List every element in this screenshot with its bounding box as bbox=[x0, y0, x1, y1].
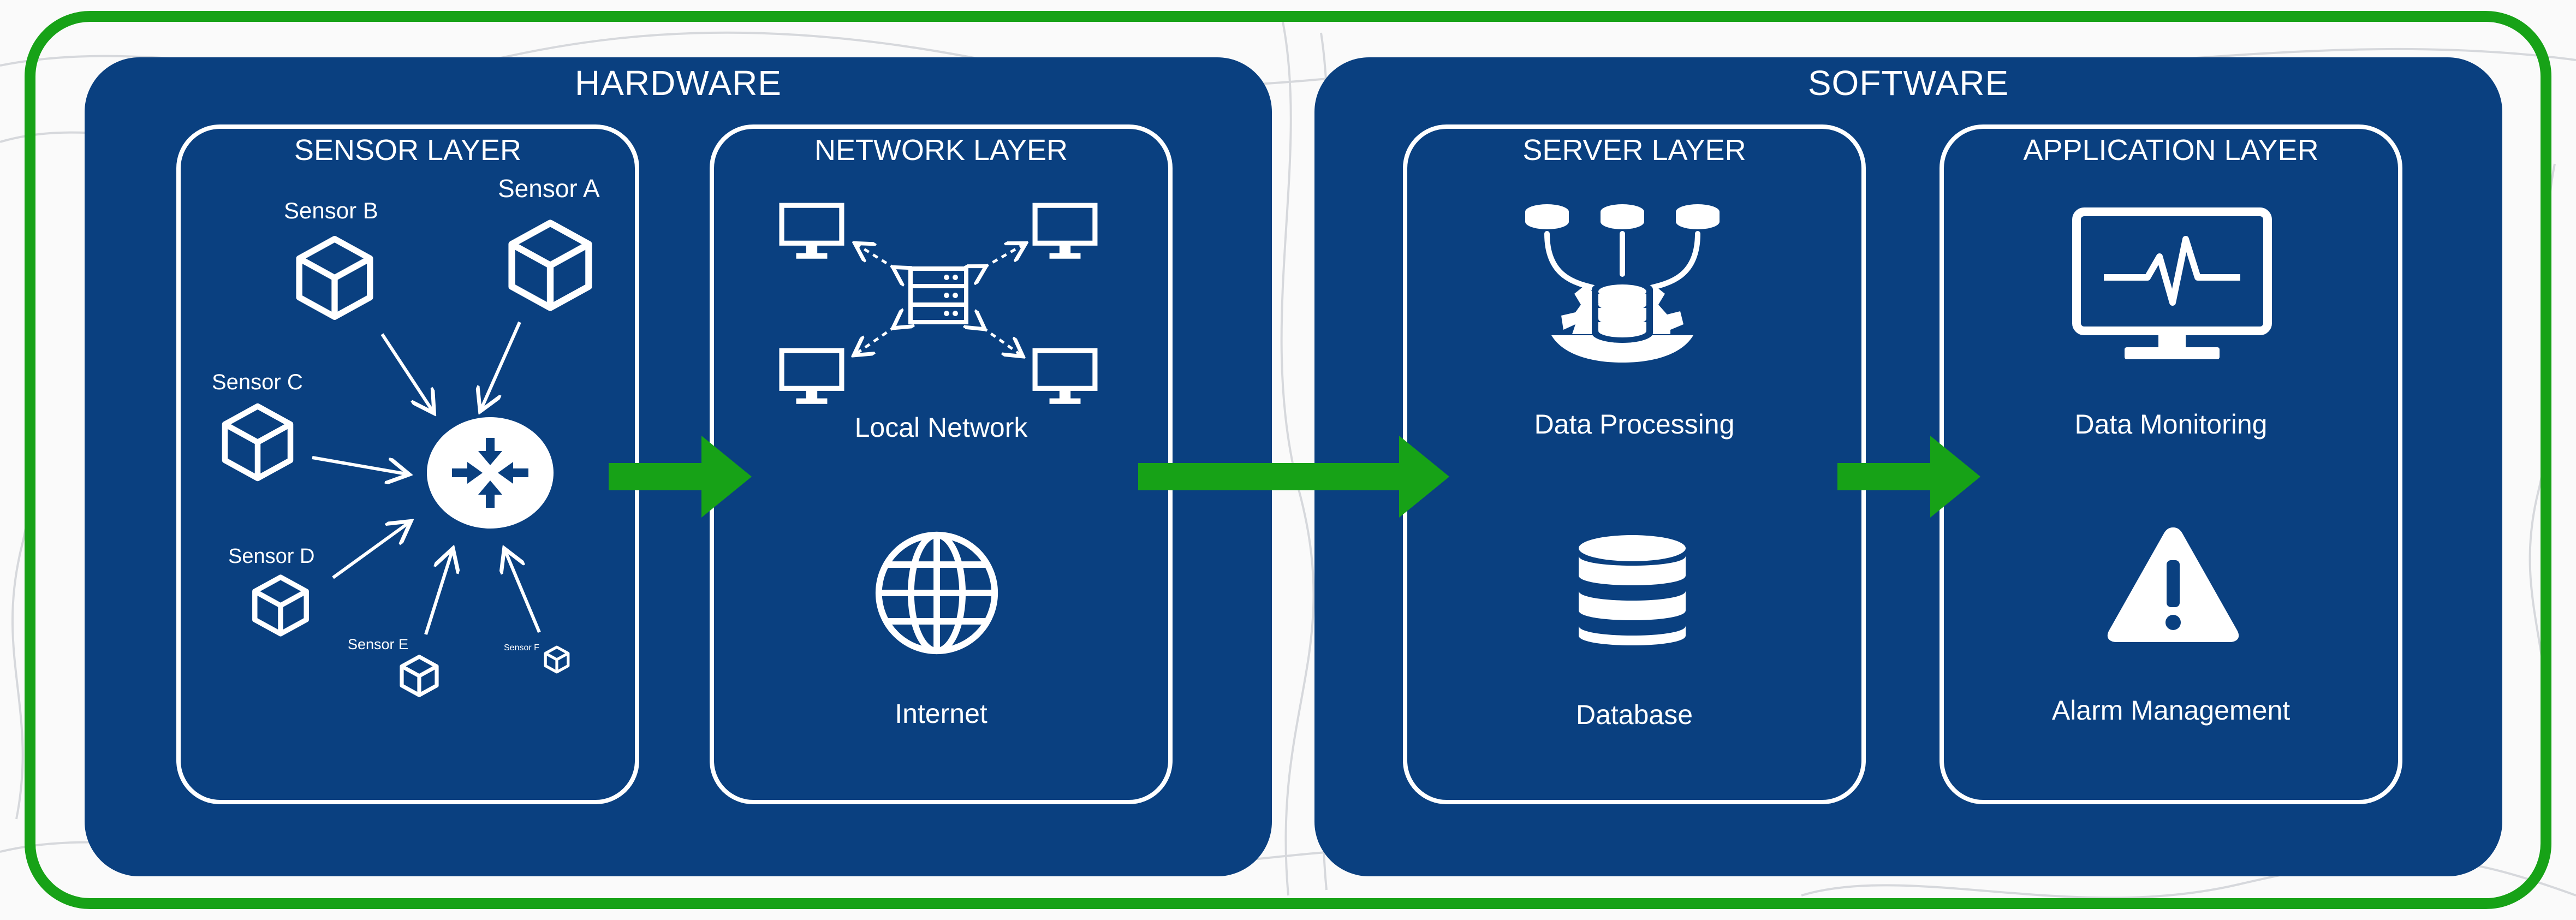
sensor-a-label: Sensor A bbox=[498, 174, 600, 203]
sensor-layer-title: SENSOR LAYER bbox=[294, 134, 522, 167]
sensor-b-label: Sensor B bbox=[284, 198, 378, 223]
sensor-f-label: Sensor F bbox=[504, 643, 539, 652]
monitor-icon-tr bbox=[1032, 202, 1098, 263]
monitor-icon-br bbox=[1032, 347, 1098, 408]
sensor-d-label: Sensor D bbox=[228, 545, 315, 568]
flow-arrow-hardware-to-software bbox=[1138, 436, 1449, 518]
sensor-e-label: Sensor E bbox=[348, 636, 409, 652]
data-processing-label: Data Processing bbox=[1534, 409, 1735, 440]
flow-arrow-server-to-application bbox=[1837, 436, 1980, 518]
sensor-f-cube-icon bbox=[543, 645, 571, 674]
warning-icon bbox=[2105, 524, 2241, 645]
globe-icon bbox=[872, 529, 1001, 657]
database-icon bbox=[1578, 534, 1687, 650]
sensor-c-label: Sensor C bbox=[212, 370, 303, 394]
data-processing-icon bbox=[1519, 198, 1726, 367]
outer-frame bbox=[25, 11, 2551, 909]
sensor-b-cube-icon bbox=[289, 234, 380, 322]
sensor-c-cube-icon bbox=[216, 401, 299, 483]
sensor-a-cube-icon bbox=[501, 217, 599, 313]
monitoring-screen-icon bbox=[2071, 206, 2273, 365]
application-layer-title: APPLICATION LAYER bbox=[2023, 134, 2319, 167]
network-layer-title: NETWORK LAYER bbox=[814, 134, 1068, 167]
monitor-icon-tl bbox=[778, 202, 845, 263]
router-icon bbox=[426, 416, 555, 530]
alarm-management-label: Alarm Management bbox=[2051, 695, 2291, 726]
internet-label: Internet bbox=[895, 698, 987, 729]
software-title: SOFTWARE bbox=[1807, 63, 2009, 103]
monitor-icon-bl bbox=[778, 347, 845, 408]
flow-arrow-sensor-to-network bbox=[609, 436, 752, 518]
server-rack-icon bbox=[907, 265, 969, 325]
local-network-label: Local Network bbox=[854, 412, 1028, 443]
hardware-title: HARDWARE bbox=[575, 63, 782, 103]
database-label: Database bbox=[1575, 699, 1693, 730]
sensor-e-cube-icon bbox=[397, 654, 441, 698]
server-layer-title: SERVER LAYER bbox=[1522, 134, 1746, 167]
data-monitoring-label: Data Monitoring bbox=[2074, 409, 2268, 440]
sensor-d-cube-icon bbox=[248, 573, 313, 638]
